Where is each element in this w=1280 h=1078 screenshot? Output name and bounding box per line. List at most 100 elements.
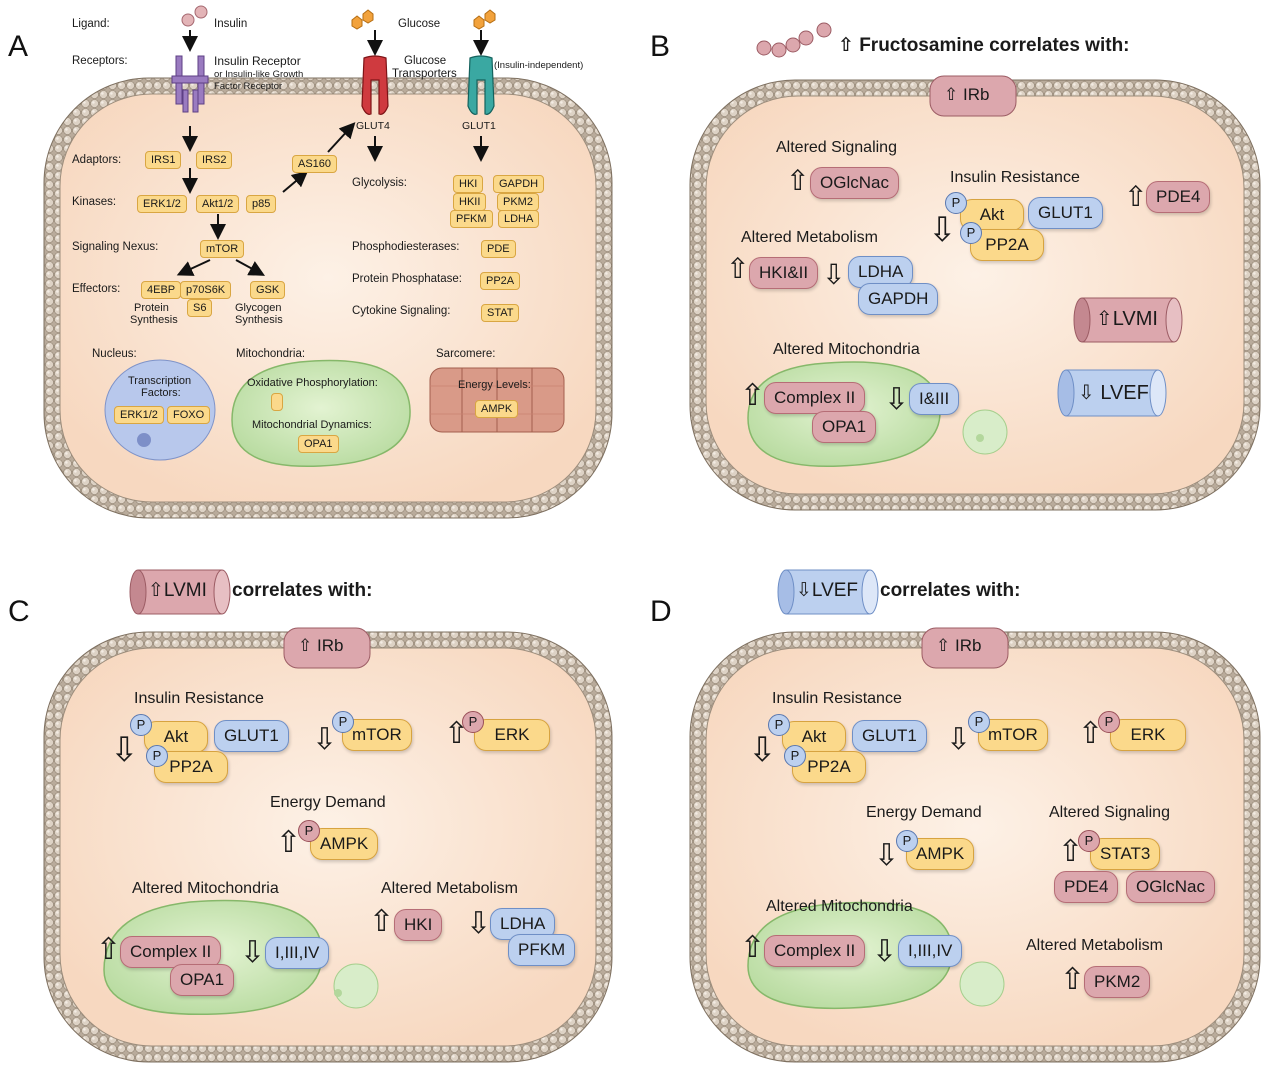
pill-mtor-D: mTOR xyxy=(978,719,1048,751)
insulin-molecule-icon xyxy=(181,5,208,27)
box-irs2: IRS2 xyxy=(196,151,233,169)
row-label-mito: Mitochondria: xyxy=(236,348,306,360)
box-pfkm: PFKM xyxy=(450,210,493,228)
up-arrow-icon: ⇧ xyxy=(276,826,302,859)
irb-D-text: IRb xyxy=(954,636,982,655)
up-arrow-icon: ⇧ xyxy=(96,933,122,966)
panel-letter-D: D xyxy=(650,595,672,628)
pill-erk-C: ERK xyxy=(474,719,550,751)
row-label-nucleus: Nucleus: xyxy=(92,348,137,360)
irb-C: ⇧ IRb xyxy=(298,636,343,656)
up-arrow-icon: ⇧ xyxy=(298,636,313,655)
pill-opa1-B: OPA1 xyxy=(812,411,877,443)
pill-pfkm-C: PFKM xyxy=(508,934,576,966)
box-pkm2: PKM2 xyxy=(497,193,539,211)
insulin-independent-label: (Insulin-independent) xyxy=(494,60,584,71)
down-arrow-icon: ⇩ xyxy=(884,383,910,416)
pill-oglcnac-B: OGlcNac xyxy=(810,167,899,199)
pill-i34-C: I,III,IV xyxy=(265,937,330,969)
pill-i34-D: I,III,IV xyxy=(898,935,963,967)
pathway-arrows-A xyxy=(176,122,489,276)
row-label-ligand: Ligand: xyxy=(72,18,110,30)
row-label-cyto: Cytokine Signaling: xyxy=(352,305,451,317)
badge-lvmi-C-text: LVMI xyxy=(163,580,207,601)
pill-hki-C: HKI xyxy=(394,909,443,941)
pill-pde4-B: PDE4 xyxy=(1146,181,1211,213)
pill-glut1-C: GLUT1 xyxy=(214,720,289,752)
dynamics-label: Mitochondrial Dynamics: xyxy=(252,419,372,431)
insulin-resistance-D: Insulin Resistance xyxy=(772,690,902,707)
panel-letter-A: A xyxy=(8,30,29,63)
pill-stat3-D: STAT3 xyxy=(1090,838,1161,870)
up-arrow-icon: ⇧ xyxy=(740,379,766,412)
pill-complexii-D: Complex II xyxy=(764,935,866,967)
mitochondrion-A-icon xyxy=(231,359,411,468)
row-label-pde: Phosphodiesterases: xyxy=(352,241,460,253)
up-arrow-icon: ⇧ xyxy=(148,580,164,601)
box-opa1: OPA1 xyxy=(298,435,339,453)
pill-complexii-B: Complex II xyxy=(764,382,866,414)
pill-erk-D: ERK xyxy=(1110,719,1186,751)
down-arrow-icon: ⇩ xyxy=(1078,382,1095,404)
altered-signaling-D: Altered Signaling xyxy=(1049,804,1170,821)
phospho-circle: P xyxy=(768,714,790,736)
lvef-B: ⇩ LVEF xyxy=(1078,380,1149,405)
down-arrow-icon: ⇩ xyxy=(822,259,846,290)
box-s6: S6 xyxy=(187,299,213,317)
up-arrow-icon: ⇧ xyxy=(1096,308,1113,330)
glycogen-synthesis-2: Synthesis xyxy=(235,314,283,326)
phospho-circle: P xyxy=(298,820,320,842)
phospho-circle: P xyxy=(968,711,990,733)
insulin-receptor-label: Insulin Receptor xyxy=(214,54,301,68)
up-arrow-icon: ⇧ xyxy=(944,85,959,104)
row-label-kinases: Kinases: xyxy=(72,196,117,208)
panel-B-title-text: Fructosamine correlates with: xyxy=(859,35,1130,56)
insulin-receptor-sub2: Factor Receptor xyxy=(214,81,283,92)
down-arrow-icon: ⇩ xyxy=(748,731,777,769)
box-irs1: IRS1 xyxy=(145,151,182,169)
row-label-effectors: Effectors: xyxy=(72,283,121,295)
phospho-circle: P xyxy=(1078,830,1100,852)
pill-hki-B: HKI&II xyxy=(749,257,819,289)
panel-D-title: correlates with: xyxy=(880,580,1021,601)
badge-lvef-D: ⇩LVEF xyxy=(796,579,858,602)
lvef-B-text: LVEF xyxy=(1100,382,1149,404)
box-mtor: mTOR xyxy=(200,240,245,258)
energy-demand-D: Energy Demand xyxy=(866,804,982,821)
irb-capsule-C xyxy=(283,627,371,669)
pill-complexii-C: Complex II xyxy=(120,936,222,968)
up-arrow-icon: ⇧ xyxy=(936,636,951,655)
row-label-adaptors: Adaptors: xyxy=(72,154,122,166)
phospho-circle: P xyxy=(332,711,354,733)
glut1-label: GLUT1 xyxy=(462,120,496,132)
down-arrow-icon: ⇩ xyxy=(874,839,900,872)
panel-B-title: ⇧ Fructosamine correlates with: xyxy=(838,34,1130,57)
row-label-sarcomere: Sarcomere: xyxy=(436,348,496,360)
irb-C-text: IRb xyxy=(316,636,344,655)
insulin-receptor-icon xyxy=(171,55,209,113)
insulin-resistance-C: Insulin Resistance xyxy=(134,690,264,707)
glucose-molecule-icon xyxy=(351,9,496,30)
up-arrow-icon: ⇧ xyxy=(369,905,395,938)
box-gapdh: GAPDH xyxy=(493,175,545,193)
phospho-circle: P xyxy=(945,192,967,214)
phospho-circle: P xyxy=(462,711,484,733)
badge-lvef-D-text: LVEF xyxy=(811,580,859,601)
irb-capsule-B xyxy=(929,75,1017,117)
phospho-circle: P xyxy=(130,714,152,736)
pill-mtor-C: mTOR xyxy=(342,719,412,751)
lvef-cylinder-B xyxy=(1057,369,1167,417)
down-arrow-icon: ⇩ xyxy=(110,731,139,769)
box-complexes xyxy=(271,393,283,411)
altered-metabolism-B: Altered Metabolism xyxy=(741,229,878,246)
transcription-factors-2: Factors: xyxy=(141,387,181,399)
pill-opa1-C: OPA1 xyxy=(170,964,235,996)
insulin-receptor-sub1: or Insulin-like Growth xyxy=(214,69,304,80)
box-hki: HKI xyxy=(453,175,484,193)
down-arrow-icon: ⇩ xyxy=(240,936,266,969)
pill-gapdh-B: GAPDH xyxy=(858,283,939,315)
down-arrow-icon: ⇩ xyxy=(928,211,957,249)
up-arrow-icon: ⇧ xyxy=(1060,963,1086,996)
